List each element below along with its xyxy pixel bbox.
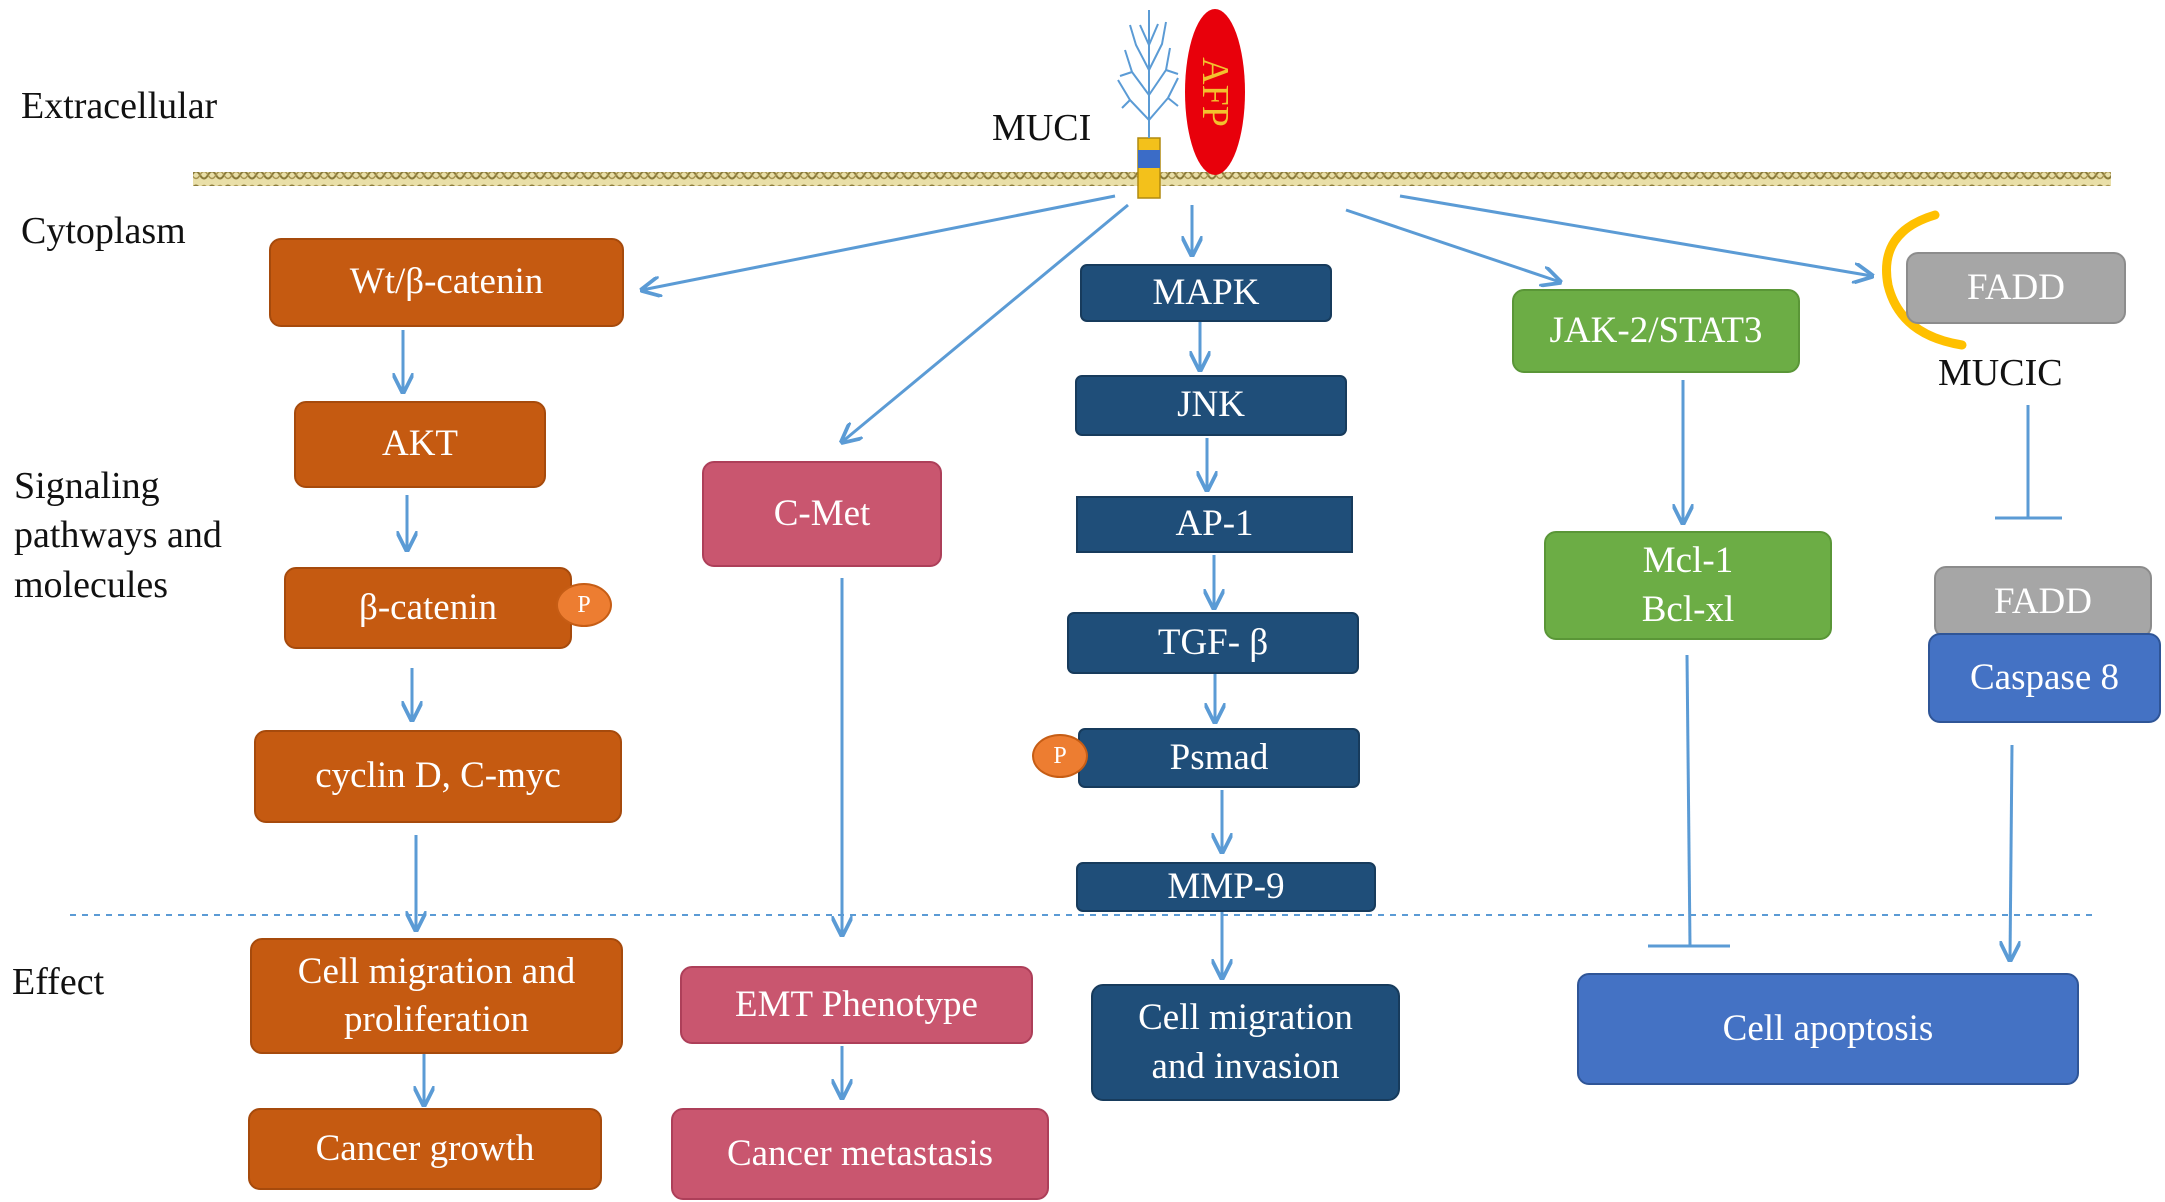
node-cell-apoptosis: Cell apoptosis [1577,973,2079,1085]
node-c-met: C-Met [702,461,942,567]
node-cancer-growth: Cancer growth [248,1108,602,1190]
node-mmp-9: MMP-9 [1076,862,1376,912]
mucic-arc [1882,210,1967,350]
node-beta-catenin: β-catenin [284,567,572,649]
node-tgf-beta: TGF- β [1067,612,1359,674]
node-cyclin-cmyc: cyclin D, C-myc [254,730,622,823]
node-akt: AKT [294,401,546,488]
label-muc1: MUCI [992,107,1092,149]
inhibit-mcl-apoptosis [1685,654,1692,947]
label-extracellular: Extracellular [21,85,218,127]
label-signaling: Signaling pathways and molecules [14,465,222,606]
label-afp: AFP [1194,57,1236,127]
node-caspase-8: Caspase 8 [1928,633,2161,723]
label-cytoplasm: Cytoplasm [21,210,186,252]
node-cell-migration-proliferation: Cell migration and proliferation [250,938,623,1054]
node-mcl1-bclxl: Mcl-1 Bcl-xl [1544,531,1832,640]
node-mapk: MAPK [1080,264,1332,322]
muc1-receptor [1117,10,1179,199]
arrow-muc1-wnt [642,194,1116,290]
arrow-muc1-jak [1345,208,1560,282]
phospho-badge-beta-catenin: P [556,583,612,627]
glycan-branches-icon [1117,10,1179,138]
afp-molecule [1185,9,1245,175]
node-cancer-metastasis: Cancer metastasis [671,1108,1049,1200]
node-fadd-top: FADD [1906,252,2126,324]
arrow-muc1-fadd [1399,194,1872,276]
node-psmad: Psmad [1078,728,1360,788]
node-wnt-beta-catenin: Wt/β-catenin [269,238,624,327]
node-jnk: JNK [1075,375,1347,436]
node-jak2-stat3: JAK-2/STAT3 [1512,289,1800,373]
arrow-caspase-apoptosis [2010,744,2012,960]
node-emt-phenotype: EMT Phenotype [680,966,1033,1044]
label-mucic: MUCIC [1938,352,2063,394]
phospho-badge-psmad: P [1032,734,1088,778]
label-effect: Effect [12,961,105,1003]
node-cell-migration-invasion: Cell migration and invasion [1091,984,1400,1101]
node-fadd-bottom: FADD [1934,566,2152,638]
arrow-muc1-cmet [842,203,1129,442]
node-ap-1: AP-1 [1076,496,1353,553]
